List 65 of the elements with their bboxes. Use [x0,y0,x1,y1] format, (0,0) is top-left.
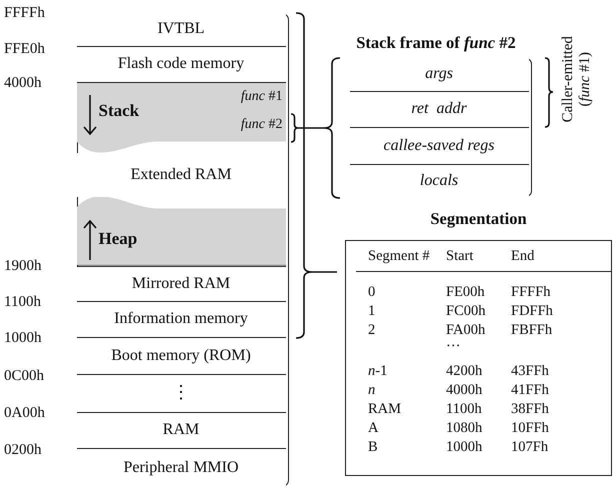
region-label: IVTBL [157,20,205,38]
table-cell-text: FBFFh [511,323,552,339]
frame-field [350,128,528,164]
table-cell-text: FFFFh [511,285,551,301]
address-label: 0A00h [4,405,45,422]
region-label: callee-saved regs [384,136,494,154]
region-label: Extended RAM [130,166,232,184]
region-label: ⋮ [172,383,190,403]
region-label: Mirrored RAM [132,274,230,292]
table-cell-text: Segment # [368,249,430,265]
frame-marker: func #1 [240,88,282,104]
memory-region [76,266,286,302]
region-label: RAM [162,421,200,439]
table-cell-text: 1 [368,304,376,320]
address-label: FFFFh [4,5,45,22]
table-cell-text: Start [446,249,474,265]
region-label: Flash code memory [118,55,244,73]
heap-region [76,196,286,266]
address-label: 1000h [4,330,42,346]
table-cell-text: 1080h [446,421,482,437]
table-cell-text: 107Fh [511,440,548,456]
table-cell-text: RAM [368,402,402,418]
table-heading: Segmentation [429,210,528,228]
memory-region [76,374,286,412]
table-cell-text: 43FFh [511,364,549,380]
region-label: Information memory [114,310,248,328]
address-label: 1100h [4,294,41,310]
memory-region [76,412,286,448]
region-label: args [425,65,453,83]
table-cell-text: 4000h [446,383,482,399]
table-cell-text: End [511,249,534,265]
table-cell-text: 1100h [446,402,482,418]
table-cell-text: FE00h [446,285,485,301]
memory-region [76,46,286,82]
address-label: 4000h [4,75,42,92]
address-label: 0200h [4,442,42,458]
table-cell-text: 1000h [446,440,482,456]
region-label: locals [420,172,458,190]
stack-frame-heading: Stack frame of func #2 [355,34,517,52]
region-label: Boot memory (ROM) [111,346,251,364]
address-label: FFE0h [4,41,45,58]
table-cell-text: FC00h [446,304,486,320]
frame-field [350,92,528,128]
table-cell-text: 2 [368,323,376,339]
address-label: 1900h [4,258,42,274]
table-cell-text: n-1 [368,364,388,380]
table-cell-text: FDFFh [511,304,553,320]
table-cell-text: A [368,421,378,437]
segmentation-table [345,240,612,476]
stack-region [76,82,286,152]
region-label: Stack [98,102,140,120]
region-label: Peripheral MMIO [123,458,239,476]
table-cell-text: 38FFh [511,402,549,418]
region-label: ret addr [411,100,467,118]
table-cell-text: n [368,383,376,399]
table-cell-text: 10FFh [511,421,549,437]
table-cell-text: 0 [368,285,376,301]
memory-region [76,338,286,374]
memory-region [76,302,286,338]
table-cell-text: 4200h [446,364,482,380]
frame-marker: func #2 [240,116,282,132]
table-cell-text: 41FFh [511,383,549,399]
region-label: Heap [98,230,138,248]
table-cell-text: B [368,440,378,456]
address-label: 0C00h [4,368,44,384]
